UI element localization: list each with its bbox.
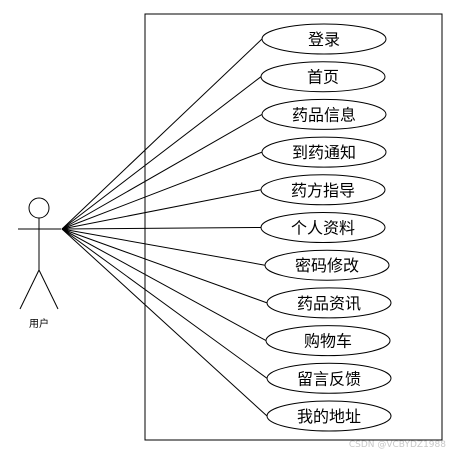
use-case-label: 药品资讯 bbox=[297, 294, 361, 313]
use-case-label: 登录 bbox=[308, 30, 340, 49]
use-case: 登录 bbox=[261, 23, 387, 55]
use-case: 药品资讯 bbox=[266, 287, 392, 319]
use-case: 密码修改 bbox=[264, 249, 390, 281]
association-line bbox=[61, 113, 263, 230]
association-line bbox=[61, 228, 267, 342]
use-case: 留言反馈 bbox=[266, 362, 392, 394]
use-case-ellipse bbox=[260, 61, 386, 93]
use-case-ellipse bbox=[261, 136, 387, 168]
use-case-ellipse bbox=[261, 23, 387, 55]
actor-left-leg bbox=[19, 269, 40, 310]
system-boundary bbox=[144, 13, 443, 441]
use-case-ellipse bbox=[266, 400, 392, 432]
use-case-ellipse bbox=[261, 98, 387, 130]
actor-head bbox=[28, 197, 50, 219]
use-case-ellipse bbox=[265, 325, 391, 357]
association-line bbox=[61, 151, 263, 230]
use-case-label: 购物车 bbox=[304, 332, 352, 351]
use-case-label: 我的地址 bbox=[297, 407, 361, 426]
association-line bbox=[61, 189, 262, 230]
use-case-ellipse bbox=[260, 174, 386, 206]
actor-label: 用户 bbox=[29, 317, 49, 330]
actor-right-leg bbox=[38, 269, 59, 310]
use-case-ellipse bbox=[260, 212, 386, 243]
use-case: 个人资料 bbox=[260, 212, 386, 243]
association-line bbox=[61, 228, 266, 266]
use-case-label: 药品信息 bbox=[292, 105, 356, 124]
use-case-label: 密码修改 bbox=[295, 256, 359, 275]
association-line bbox=[61, 38, 263, 230]
use-case-ellipse bbox=[264, 249, 390, 281]
use-case-label: 留言反馈 bbox=[297, 369, 361, 388]
use-case-label: 个人资料 bbox=[291, 219, 355, 238]
association-lines bbox=[61, 38, 268, 417]
association-line bbox=[61, 227, 262, 230]
association-line bbox=[61, 228, 268, 379]
use-case: 我的地址 bbox=[266, 400, 392, 432]
use-case-ellipse bbox=[266, 362, 392, 394]
use-case: 首页 bbox=[260, 61, 386, 93]
use-case: 药品信息 bbox=[261, 98, 387, 130]
actor-user: 用户 bbox=[18, 197, 61, 330]
use-case: 购物车 bbox=[265, 325, 391, 357]
watermark: CSDN @VCBYDZ1988 bbox=[348, 440, 446, 450]
use-case: 药方指导 bbox=[260, 174, 386, 206]
use-case-label: 到药通知 bbox=[292, 143, 356, 162]
association-line bbox=[61, 228, 268, 417]
association-line bbox=[61, 228, 268, 304]
association-line bbox=[61, 76, 262, 230]
use-case-ellipse bbox=[266, 287, 392, 319]
use-case: 到药通知 bbox=[261, 136, 387, 168]
use-case-label: 首页 bbox=[307, 68, 339, 87]
use-case-label: 药方指导 bbox=[291, 181, 355, 200]
